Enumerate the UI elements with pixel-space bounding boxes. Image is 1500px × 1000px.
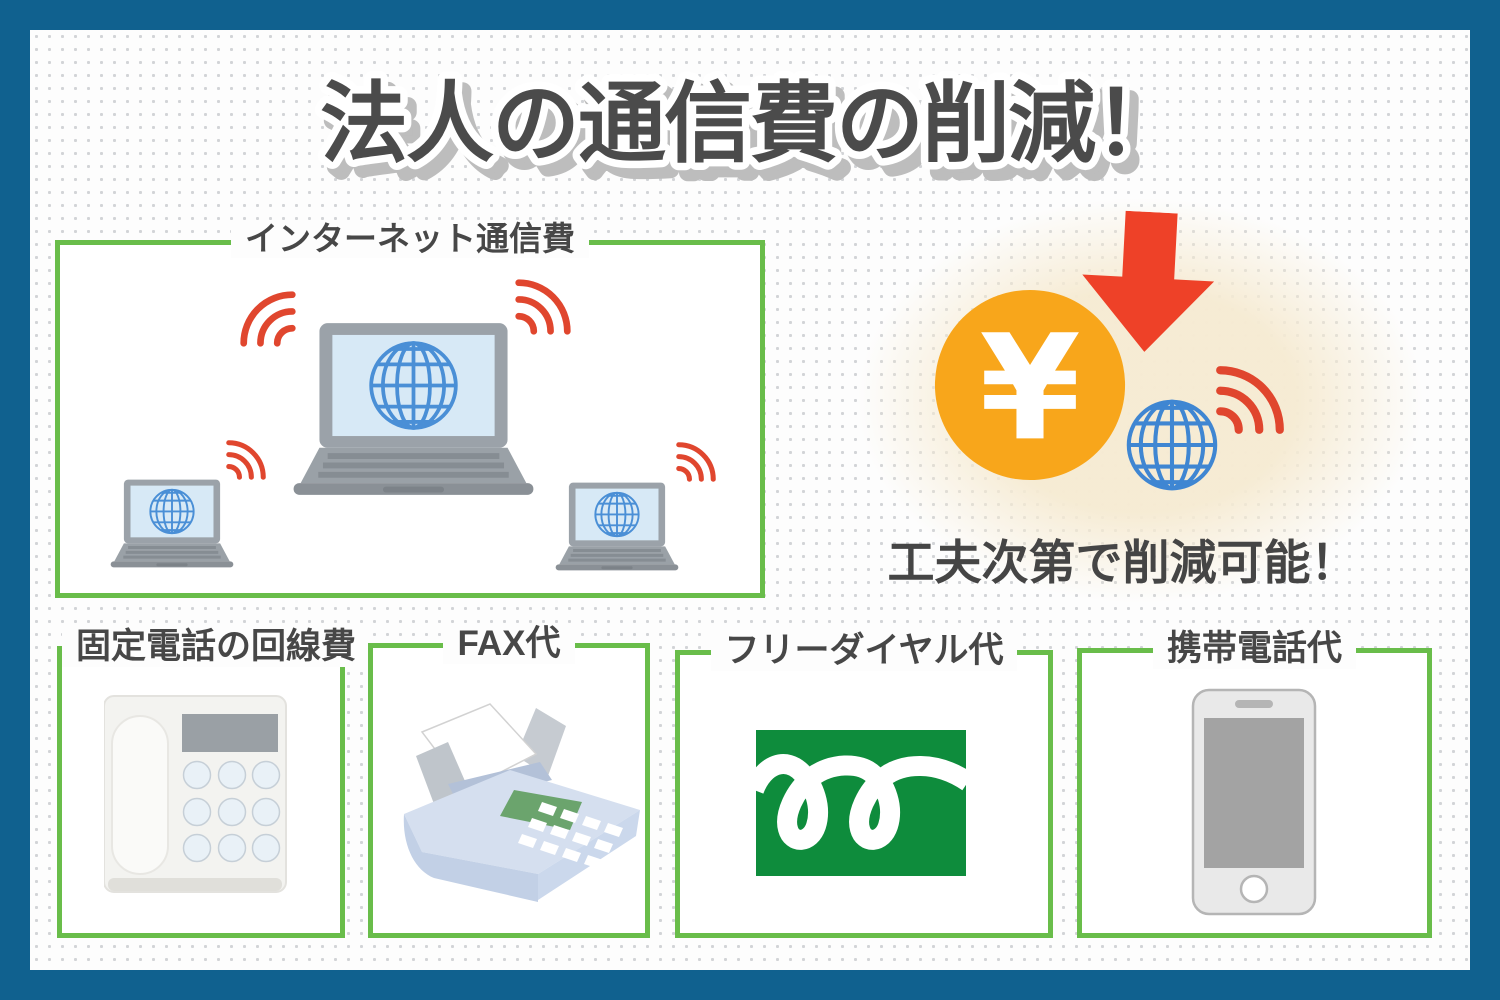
laptop-icon xyxy=(292,322,535,496)
wifi-signal-icon xyxy=(224,438,268,482)
wifi-signal-icon xyxy=(237,288,299,350)
svg-text:¥: ¥ xyxy=(979,304,1080,473)
page-title: 法人の通信費の削減！ 法人の通信費の削減！ xyxy=(312,67,1198,192)
wifi-signal-icon xyxy=(512,276,574,338)
wifi-signal-icon xyxy=(674,440,718,484)
fax-machine-icon xyxy=(403,703,640,902)
smartphone-icon xyxy=(1191,688,1317,916)
wifi-signal-icon xyxy=(1212,362,1288,438)
free-dial-logo-icon xyxy=(756,730,966,876)
laptop-icon xyxy=(555,482,679,571)
down-arrow-icon xyxy=(1082,210,1215,352)
desk-phone-icon xyxy=(104,695,287,893)
laptop-icon xyxy=(110,479,234,568)
svg-text:法人の通信費の削減！: 法人の通信費の削減！ xyxy=(329,85,1189,184)
reduction-caption: 工夫次第で削減可能！ xyxy=(887,536,1358,589)
yen-coin-icon: ¥ xyxy=(934,289,1126,481)
svg-text:法人の通信費の削減！: 法人の通信費の削減！ xyxy=(320,74,1180,173)
globe-icon xyxy=(1124,397,1220,493)
